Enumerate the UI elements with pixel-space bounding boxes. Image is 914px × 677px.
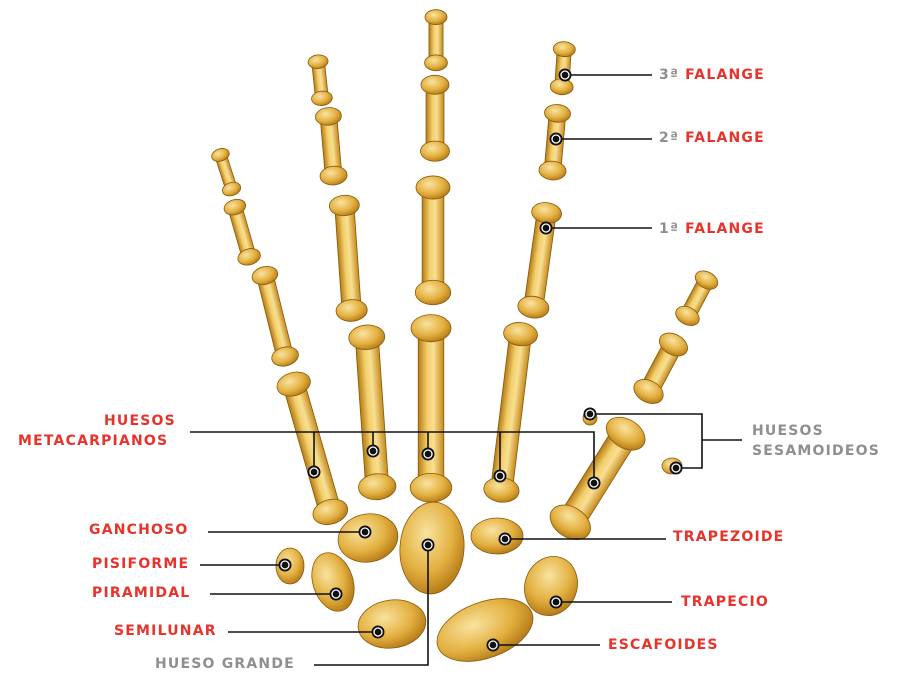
label-3rd-phalanx: 3ª FALANGE	[659, 67, 765, 84]
little-proximal-phalanx	[250, 264, 301, 369]
label-trapezoid: TRAPEZOIDE	[673, 529, 784, 546]
middle-distal-phalanx	[425, 10, 448, 71]
label-2nd-phalanx: 2ª FALANGE	[659, 130, 765, 147]
label-lunate: SEMILUNAR	[114, 623, 217, 640]
marker-metacarpal-middle	[422, 448, 435, 461]
marker-metacarpal-index	[494, 470, 507, 483]
marker-hamate	[359, 526, 372, 539]
middle-middle-phalanx	[420, 75, 449, 161]
label-hamate: GANCHOSO	[89, 522, 189, 539]
little-distal-phalanx	[210, 146, 243, 198]
label-scaphoid: ESCAFOIDES	[608, 637, 719, 654]
scaphoid-bone	[428, 587, 541, 674]
label-sesamoids-line2: SESAMOIDEOS	[752, 443, 880, 460]
label-triquetrum: PIRAMIDAL	[92, 585, 190, 602]
little-metacarpal	[273, 368, 350, 528]
label-1st-phalanx: 1ª FALANGE	[659, 221, 765, 238]
marker-sesamoid-upper	[584, 408, 597, 421]
hamate-bone	[334, 509, 401, 567]
index-metacarpal	[482, 320, 539, 504]
label-metacarpals-line2: METACARPIANOS	[18, 433, 168, 450]
marker-metacarpal-ring	[367, 445, 380, 458]
marker-pisiform	[279, 559, 292, 572]
marker-trapezoid	[499, 533, 512, 546]
label-capitate: HUESO GRANDE	[155, 656, 295, 673]
middle-metacarpal	[410, 315, 452, 503]
label-trapezium: TRAPECIO	[681, 594, 769, 611]
marker-trapezium	[550, 596, 563, 609]
marker-capitate	[422, 539, 435, 552]
ring-distal-phalanx	[307, 54, 333, 107]
index-distal-phalanx	[550, 41, 577, 96]
marker-3rd-phalanx	[559, 69, 572, 82]
label-metacarpals-line1: HUESOS	[104, 413, 176, 430]
trapezoid-bone	[471, 518, 523, 554]
marker-triquetrum	[330, 588, 343, 601]
little-middle-phalanx	[222, 197, 262, 268]
leader-metacarpals	[190, 432, 594, 483]
marker-1st-phalanx	[540, 222, 553, 235]
lunate-bone	[355, 596, 429, 653]
marker-sesamoid-lower	[670, 462, 683, 475]
marker-metacarpal-little	[308, 466, 321, 479]
index-proximal-phalanx	[516, 201, 563, 320]
ring-proximal-phalanx	[328, 194, 368, 322]
marker-metacarpal-thumb	[588, 477, 601, 490]
marker-2nd-phalanx	[550, 133, 563, 146]
ring-metacarpal	[347, 324, 397, 501]
thumb-proximal-phalanx	[630, 328, 692, 408]
middle-proximal-phalanx	[415, 176, 450, 305]
thumb-distal-phalanx	[672, 267, 721, 329]
label-sesamoids-line1: HUESOS	[752, 423, 824, 440]
marker-lunate	[372, 626, 385, 639]
marker-scaphoid	[487, 639, 500, 652]
ring-middle-phalanx	[314, 106, 348, 186]
label-pisiform: PISIFORME	[92, 556, 189, 573]
